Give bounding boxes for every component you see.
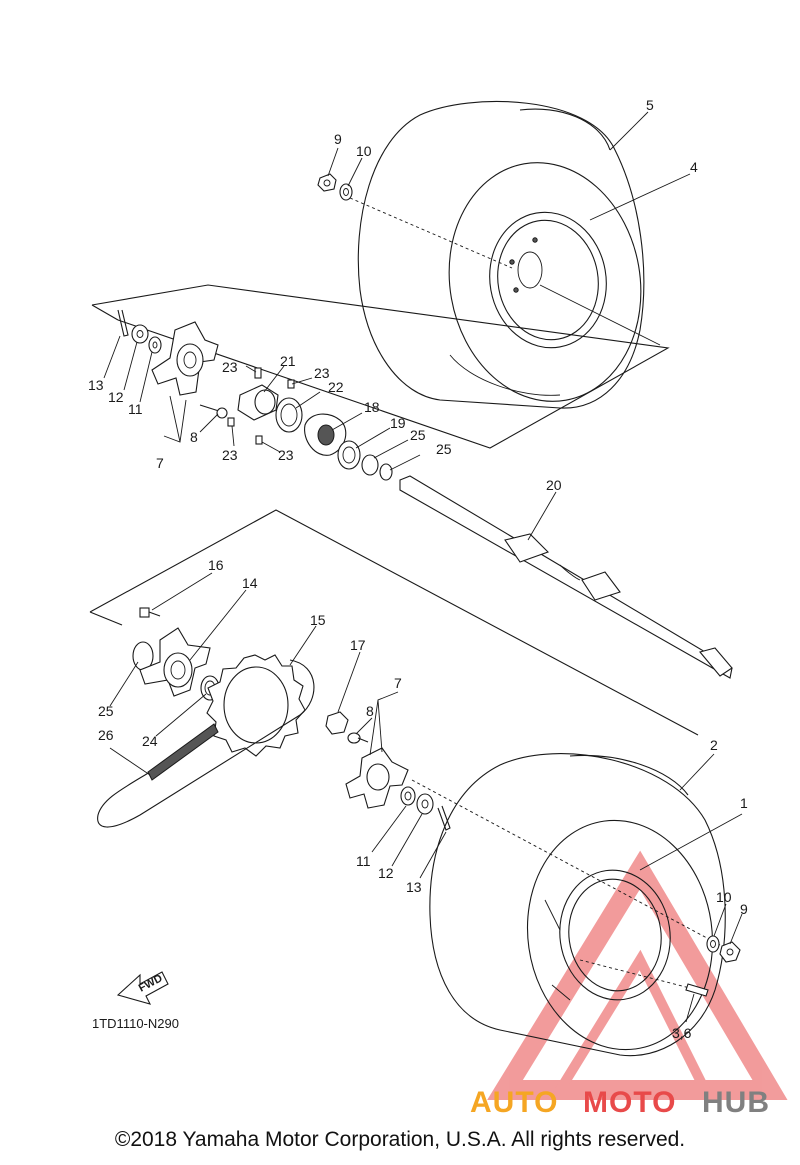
callout-7-lower: 7 [394,675,402,691]
nut-9-upper [317,173,337,192]
cotter-pin-13-lower [437,805,451,831]
callout-11-lower: 11 [356,853,371,869]
nut-17 [325,711,349,735]
valve-stem-3-6 [579,959,709,997]
callout-13-lower: 13 [406,879,422,895]
nut-9-lower [719,941,741,963]
callout-8-upper: 8 [190,429,198,445]
callout-12-lower: 12 [378,865,394,881]
upper-wheel-assembly [357,100,645,409]
callout-23-c: 23 [222,447,238,463]
callout-23-b: 23 [314,365,330,381]
rear-axle-20 [399,475,733,679]
callout-11-upper: 11 [128,401,143,417]
callout-3-6: 3,6 [672,1025,692,1041]
cotter-pin-13-upper [117,309,129,337]
watermark-word-hub: HUB [702,1086,770,1119]
oil-seal-19 [337,440,361,470]
hub-7-lower [345,747,409,809]
washer-10-upper [339,183,353,201]
bolt-8-lower [347,732,369,744]
chain-26 [97,659,315,828]
watermark-word-moto: MOTO [583,1086,676,1119]
castle-nut-12-lower [416,793,434,815]
bolt-23-d [255,435,263,445]
callout-19: 19 [390,415,406,431]
leader-lines [103,111,743,1023]
callout-9-upper: 9 [334,131,342,147]
hub-7-upper [151,321,219,396]
callout-13-upper: 13 [88,377,104,393]
bolt-23-c [227,417,235,427]
sprocket-hub-14 [139,627,211,697]
callout-18: 18 [364,399,380,415]
circlip-25-upper-b [379,463,393,481]
callout-14: 14 [242,575,258,591]
bearing-housing-18 [304,413,347,456]
callout-5: 5 [646,97,654,113]
callout-2: 2 [710,737,718,753]
callout-23-a: 23 [222,359,238,375]
watermark-text: AUTO MOTO HUB [470,1086,770,1119]
copyright-notice: ©2018 Yamaha Motor Corporation, U.S.A. A… [114,1128,686,1151]
callout-9-lower: 9 [740,901,748,917]
callout-4: 4 [690,159,698,175]
exploded-parts-diagram: FWD [88,97,788,1119]
watermark-triangle-logo [487,850,788,1100]
washer-10-lower [706,935,720,953]
callout-25-upper-a: 25 [410,427,426,443]
castle-nut-12-upper [131,324,149,344]
callout-7-upper: 7 [156,455,164,471]
callout-21: 21 [280,353,296,369]
bolt-8-upper [199,404,228,419]
callout-15: 15 [310,612,326,628]
circlip-25-upper-a [361,454,379,476]
callout-25-upper-b: 25 [436,441,452,457]
callout-8-lower: 8 [366,703,374,719]
bolt-23-a [254,367,262,379]
washer-11-lower [400,786,416,806]
oil-seal-22 [275,397,303,433]
callout-labels: 5 4 9 10 13 12 11 7 8 23 21 23 22 18 19 … [88,97,748,1041]
sprocket-15 [206,654,306,757]
callout-26: 26 [98,727,114,743]
callout-20: 20 [546,477,562,493]
callout-25-lower: 25 [98,703,114,719]
bolt-23-b [287,379,295,389]
diagram-code: 1TD1110-N290 [92,1016,179,1031]
callout-1: 1 [740,795,748,811]
callout-22: 22 [328,379,344,395]
callout-12-upper: 12 [108,389,124,405]
callout-10-upper: 10 [356,143,372,159]
callout-23-d: 23 [278,447,294,463]
watermark-word-auto: AUTO [470,1086,558,1119]
bolt-16 [139,607,161,618]
callout-24: 24 [142,733,158,749]
callout-17: 17 [350,637,366,653]
lower-wheel-assembly [429,753,726,1057]
callout-10-lower: 10 [716,889,732,905]
forward-arrow-icon: FWD [116,971,169,1005]
brake-hub-21 [237,384,279,421]
washer-11-upper [148,336,162,354]
callout-16: 16 [208,557,224,573]
